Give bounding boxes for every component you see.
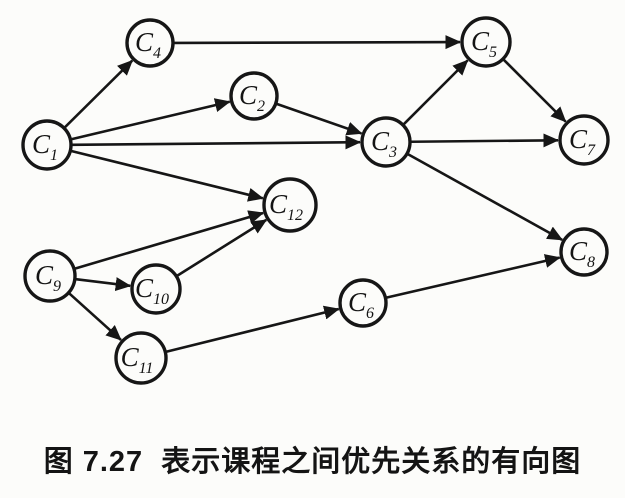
node-label-C2: C2 bbox=[239, 80, 265, 115]
node-label-C5: C5 bbox=[471, 26, 497, 61]
node-label-C1: C1 bbox=[32, 129, 58, 164]
node-circle-C3 bbox=[360, 116, 412, 168]
figure-caption: 图 7.27 表示课程之间优先关系的有向图 bbox=[43, 446, 582, 478]
node-circle-C2 bbox=[229, 71, 279, 121]
edge-C4-C5 bbox=[173, 35, 462, 50]
node-C4: C4 bbox=[125, 18, 175, 68]
node-circle-C8 bbox=[559, 227, 609, 277]
node-circle-C10 bbox=[130, 263, 182, 315]
edge-C3-C5 bbox=[402, 59, 469, 126]
edge-C11-C6 bbox=[165, 305, 340, 354]
edge-C9-C11 bbox=[68, 292, 122, 341]
node-label-C8: C8 bbox=[569, 236, 595, 271]
node-label-C6: C6 bbox=[348, 287, 374, 322]
node-label-C3: C3 bbox=[371, 126, 397, 161]
node-circle-C5 bbox=[460, 16, 512, 68]
node-label-C4: C4 bbox=[135, 27, 161, 62]
node-circle-C9 bbox=[23, 249, 77, 303]
node-C6: C6 bbox=[338, 278, 388, 328]
edge-C10-C12 bbox=[176, 218, 268, 277]
node-label-C9: C9 bbox=[35, 260, 61, 295]
node-C2: C2 bbox=[229, 71, 279, 121]
edge-C1-C3 bbox=[71, 135, 362, 150]
node-C3: C3 bbox=[360, 116, 412, 168]
node-C1: C1 bbox=[21, 119, 73, 171]
edge-C9-C12 bbox=[74, 210, 265, 270]
node-circle-C6 bbox=[338, 278, 388, 328]
edge-C3-C8 bbox=[407, 153, 564, 241]
node-C7: C7 bbox=[558, 114, 610, 166]
node-circle-C1 bbox=[21, 119, 73, 171]
edge-C6-C8 bbox=[386, 254, 561, 299]
node-C10: C10 bbox=[130, 263, 182, 315]
node-circle-C4 bbox=[125, 18, 175, 68]
node-C8: C8 bbox=[559, 227, 609, 277]
node-label-C11: C11 bbox=[121, 342, 154, 377]
node-label-C12: C12 bbox=[269, 189, 303, 224]
edge-C3-C7 bbox=[410, 133, 560, 148]
edge-C1-C12 bbox=[70, 149, 264, 202]
node-C9: C9 bbox=[23, 249, 77, 303]
node-C12: C12 bbox=[262, 177, 318, 233]
edge-C1-C4 bbox=[63, 59, 134, 129]
node-C11: C11 bbox=[114, 331, 168, 385]
node-circle-C7 bbox=[558, 114, 610, 166]
node-label-C10: C10 bbox=[135, 273, 169, 308]
node-C5: C5 bbox=[460, 16, 512, 68]
node-circle-C11 bbox=[114, 331, 168, 385]
node-label-C7: C7 bbox=[569, 124, 596, 159]
edge-C9-C10 bbox=[75, 277, 132, 292]
node-circle-C12 bbox=[262, 177, 318, 233]
edge-C5-C7 bbox=[502, 58, 567, 123]
edge-C1-C2 bbox=[71, 98, 231, 141]
edge-C2-C3 bbox=[276, 102, 363, 136]
